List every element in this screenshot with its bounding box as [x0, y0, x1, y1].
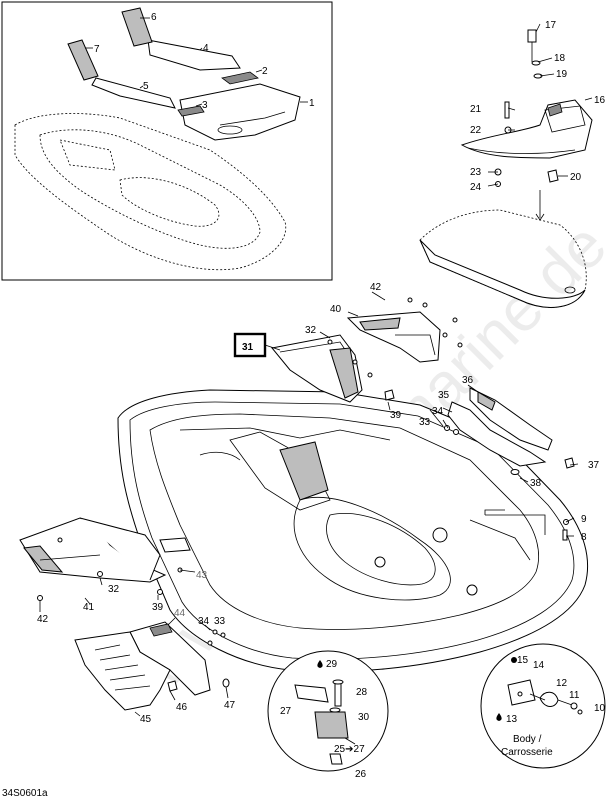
callout-32a: 32	[305, 325, 317, 336]
callout-10: 10	[594, 703, 606, 714]
callout-5: 5	[143, 81, 149, 92]
body-label-fr: Carrosserie	[501, 747, 553, 758]
callout-29: 29	[326, 659, 338, 670]
callout-14: 14	[533, 660, 545, 671]
mat-6	[121, 7, 153, 47]
callout-11: 11	[569, 690, 580, 701]
drop-icons	[317, 657, 517, 721]
callout-44: 44	[174, 608, 186, 619]
callout-16: 16	[594, 95, 606, 106]
diagram-code: 34S0601a	[2, 788, 48, 799]
cover-40	[346, 311, 441, 363]
drop-icon	[317, 660, 323, 668]
cover-45	[74, 631, 171, 711]
callout-45: 45	[140, 714, 152, 725]
callout-47: 47	[224, 700, 236, 711]
hardware-44-47	[167, 629, 230, 692]
callout-42a: 42	[370, 282, 382, 293]
callout-36: 36	[462, 375, 474, 386]
mat-7	[67, 39, 99, 81]
callout-30: 30	[358, 712, 370, 723]
cover-35	[447, 401, 547, 467]
detail-circle-right	[480, 643, 606, 769]
drop-icon	[496, 713, 502, 721]
callout-25: 25➔27	[334, 744, 365, 755]
hull-dotted-outline-inset	[14, 113, 287, 271]
callout-42b: 42	[37, 614, 49, 625]
callout-1: 1	[309, 98, 315, 109]
mat-4	[147, 39, 241, 71]
callout-labels: 1 2 3 4 5 6 7 8 9 10 11 12 13 14 15 16 1…	[37, 12, 606, 780]
screws-31-40	[327, 297, 463, 401]
cover-36	[469, 387, 553, 451]
callout-33b: 33	[214, 616, 226, 627]
callout-4: 4	[203, 43, 209, 54]
callout-34b: 34	[198, 616, 210, 627]
callout-37: 37	[588, 460, 600, 471]
seat-strip-3	[177, 105, 205, 117]
callout-39a: 39	[390, 410, 402, 421]
hardware-top-right	[494, 29, 559, 221]
leaders-inset	[85, 17, 308, 107]
callout-6: 6	[151, 12, 157, 23]
callout-9: 9	[581, 514, 587, 525]
detail-circle-left	[267, 650, 389, 772]
hull-dotted-upper	[419, 209, 587, 308]
callout-38: 38	[530, 478, 542, 489]
callout-20: 20	[570, 172, 582, 183]
callout-24: 24	[470, 182, 482, 193]
callout-39b: 39	[152, 602, 164, 613]
main-hull	[117, 389, 588, 673]
callout-3: 3	[202, 100, 208, 111]
callout-23: 23	[470, 167, 482, 178]
cover-31	[271, 334, 363, 403]
callout-2: 2	[262, 66, 268, 77]
callout-40: 40	[330, 304, 342, 315]
callout-46: 46	[176, 702, 188, 713]
callout-26: 26	[355, 769, 367, 780]
callout-21: 21	[470, 104, 482, 115]
loctite-icon	[511, 657, 517, 663]
cover-41	[19, 517, 191, 583]
callout-41: 41	[83, 602, 95, 613]
callout-34a: 34	[432, 406, 444, 417]
body-label-en: Body /	[513, 734, 542, 745]
seat-16	[460, 99, 593, 159]
callout-17: 17	[545, 20, 557, 31]
callout-8: 8	[581, 532, 587, 543]
callout-18: 18	[554, 53, 566, 64]
seat-cover-1	[179, 83, 301, 141]
callout-7: 7	[94, 44, 100, 55]
mat-5	[91, 77, 176, 109]
leaders-top-right	[487, 23, 593, 187]
callout-31: 31	[242, 342, 254, 353]
callout-19: 19	[556, 69, 568, 80]
leaders-main	[39, 291, 579, 717]
callout-32b: 32	[108, 584, 120, 595]
callout-13: 13	[506, 714, 518, 725]
callout-27: 27	[280, 706, 292, 717]
callout-35: 35	[438, 390, 450, 401]
callout-12: 12	[556, 678, 568, 689]
callout-43: 43	[196, 570, 208, 581]
callout-15: 15	[517, 655, 529, 666]
callout-22: 22	[470, 125, 482, 136]
callout-33a: 33	[419, 417, 431, 428]
inset-frame	[1, 1, 333, 281]
callout-28: 28	[356, 687, 368, 698]
seat-strip-2	[221, 71, 259, 85]
